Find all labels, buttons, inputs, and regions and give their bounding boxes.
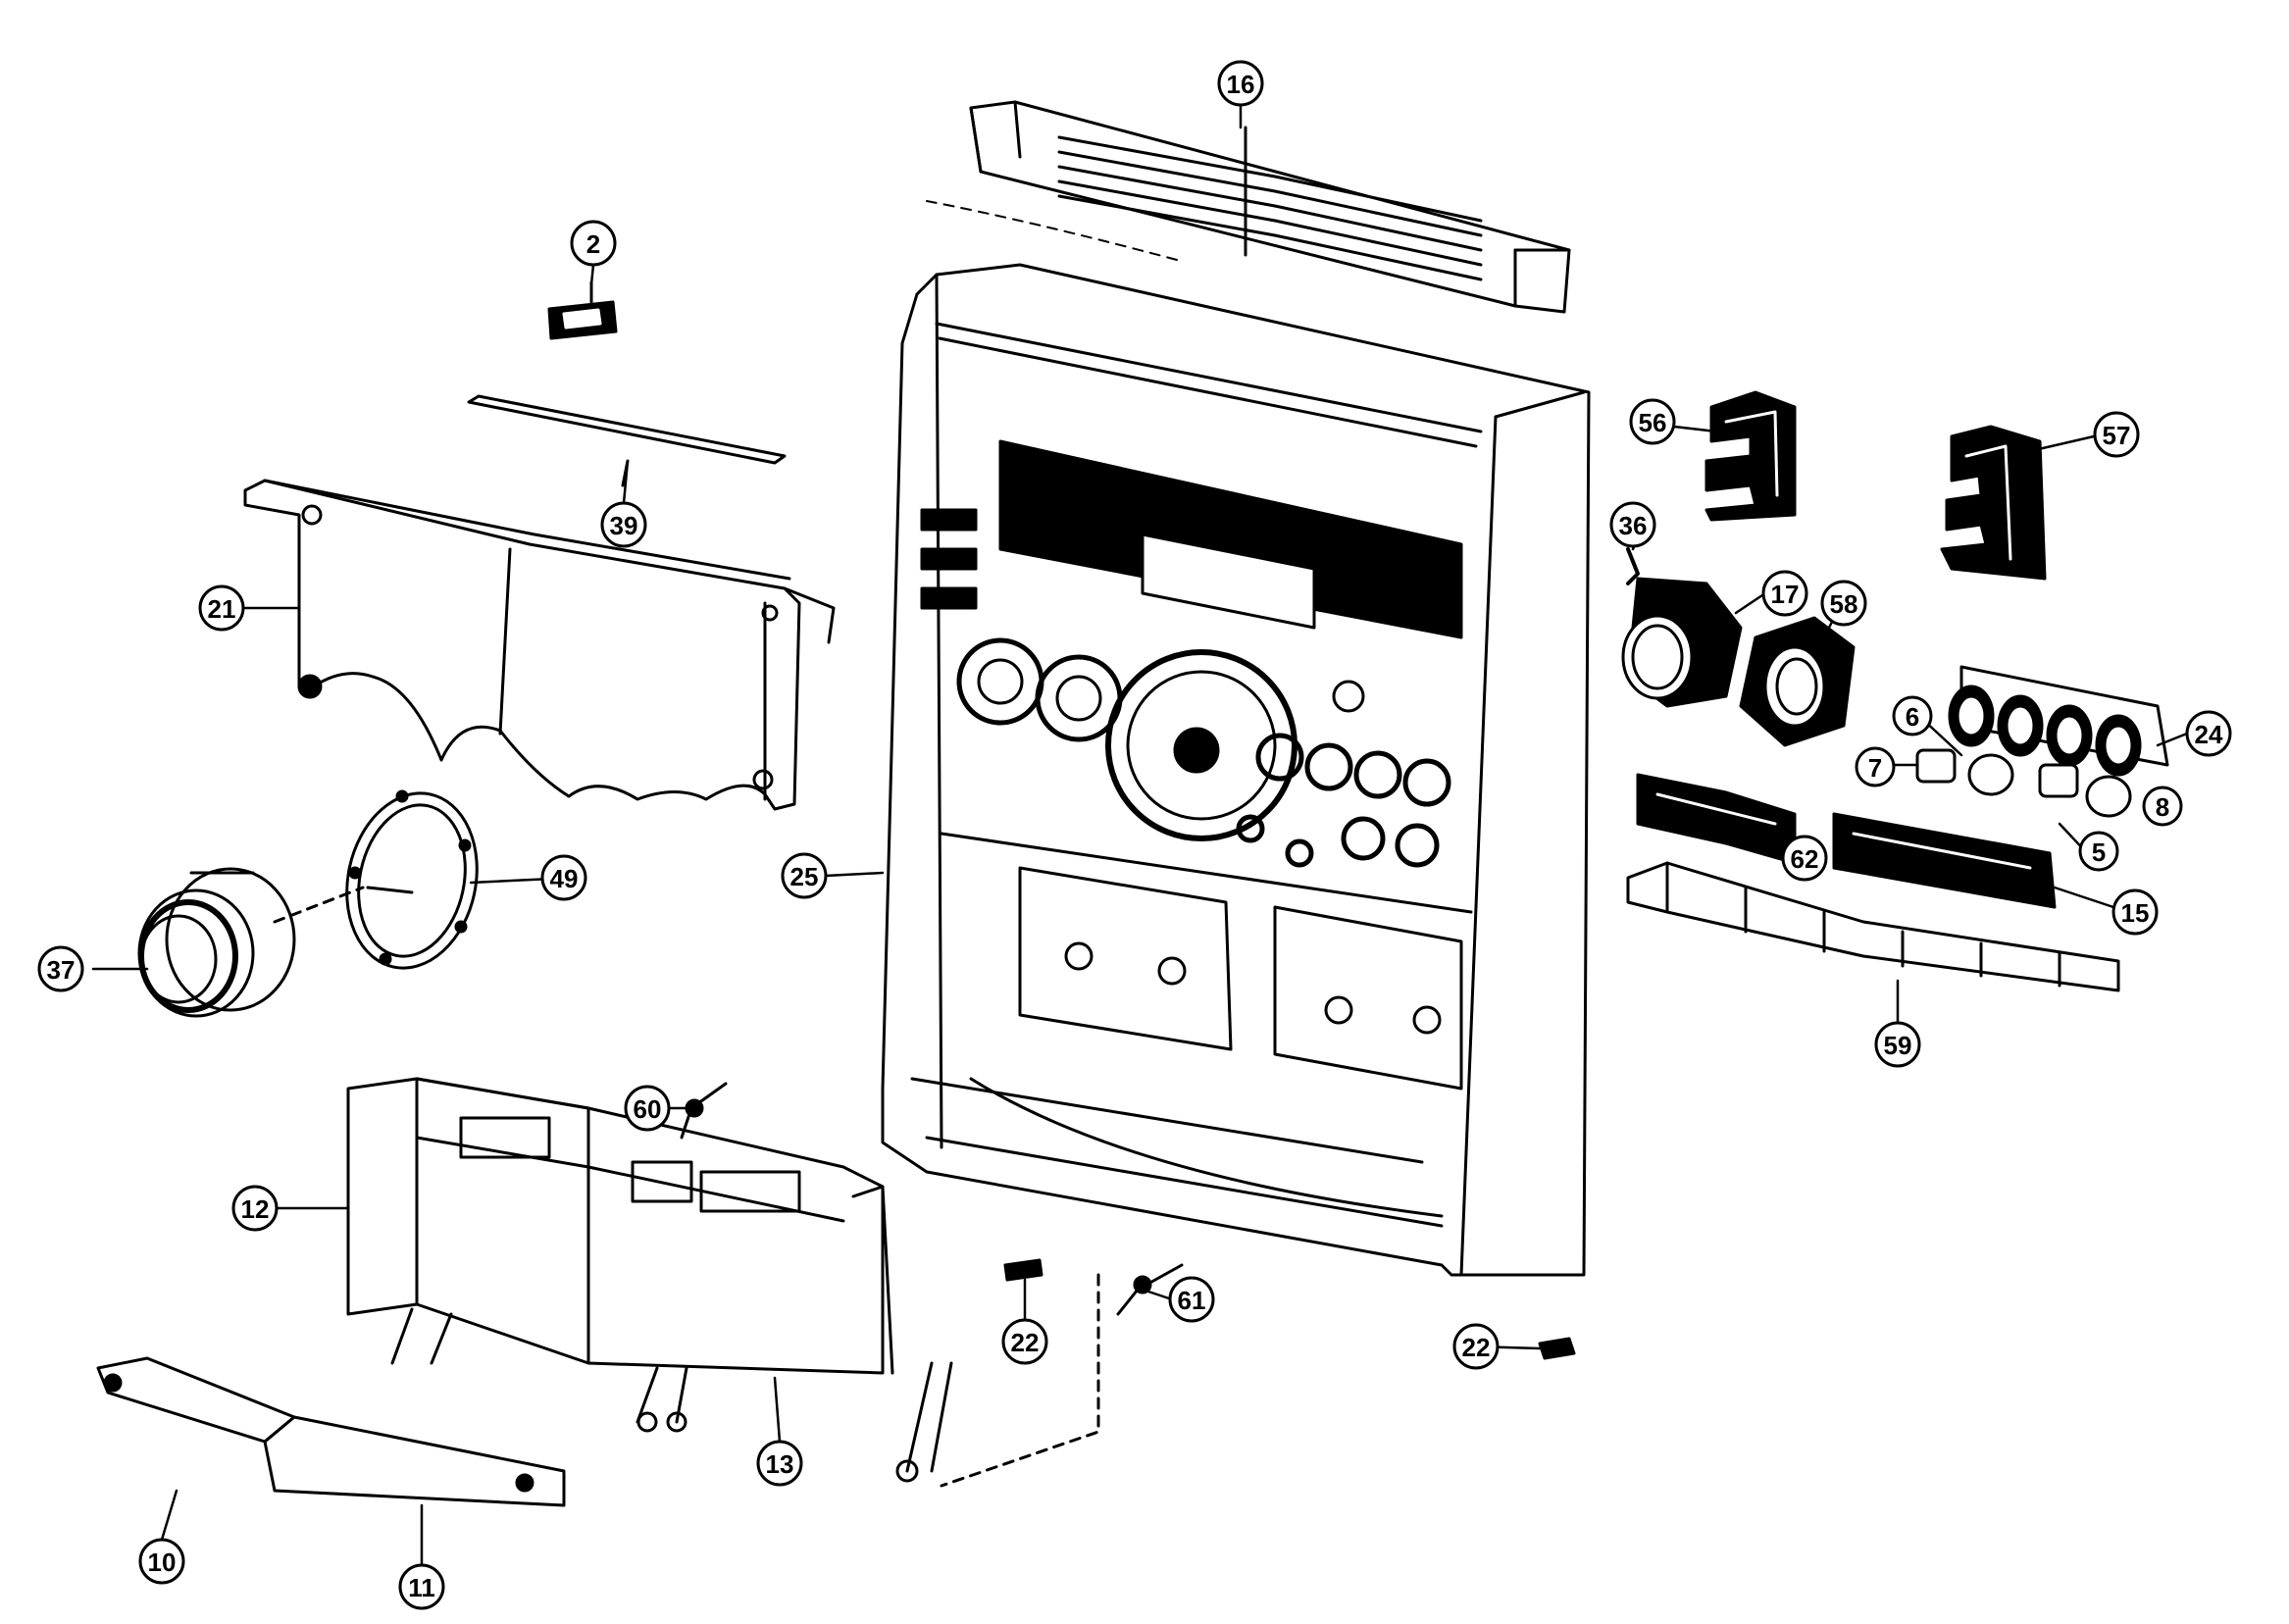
callout-36: 36: [1609, 501, 1656, 548]
callout-12: 12: [231, 1185, 279, 1232]
callout-39: 39: [600, 501, 647, 548]
callout-6: 6: [1892, 695, 1933, 736]
part-22a-pad: [1003, 1258, 1043, 1282]
callout-36-label: 36: [1619, 511, 1648, 540]
part-61-spring: [940, 1263, 1184, 1488]
part-24-knob-cluster: [1948, 665, 2169, 777]
callout-15: 15: [2111, 888, 2159, 936]
callout-25: 25: [781, 852, 828, 899]
callout-15-label: 15: [2121, 898, 2150, 928]
callout-8-label: 8: [2156, 792, 2169, 822]
callout-59-label: 59: [1884, 1031, 1912, 1060]
part-11-base-right: [263, 1415, 566, 1507]
part-58-knob-housing: [1739, 616, 1856, 747]
part-15-button-block: [1832, 812, 2057, 909]
callout-39-label: 39: [610, 511, 638, 540]
callout-49-label: 49: [550, 864, 579, 893]
callout-16-label: 16: [1227, 70, 1255, 99]
part-49-ring: [345, 789, 479, 970]
callout-62-label: 62: [1791, 844, 1819, 874]
part-16-top-grille: [926, 100, 1571, 314]
part-2-clip: [547, 280, 618, 340]
callout-17-label: 17: [1771, 580, 1800, 609]
callout-11-label: 11: [408, 1573, 435, 1602]
callout-7: 7: [1855, 746, 1896, 787]
callout-62: 62: [1781, 835, 1828, 882]
part-13-tape-drawer: [390, 1077, 953, 1483]
part-60-spring: [680, 1082, 728, 1140]
callout-24: 24: [2185, 710, 2232, 757]
part-62-switch-block: [1636, 773, 1797, 865]
callout-22b-label: 22: [1462, 1333, 1491, 1362]
part-17-knob-housing: [1621, 577, 1743, 708]
callout-10-label: 10: [148, 1548, 177, 1577]
callout-5-label: 5: [2092, 837, 2106, 867]
callout-58-label: 58: [1830, 589, 1858, 619]
callout-25-label: 25: [790, 862, 819, 891]
callout-16: 16: [1217, 60, 1264, 107]
part-37-knob: [137, 867, 365, 1018]
part-8-cap: [2085, 775, 2132, 818]
callout-22a-label: 22: [1011, 1328, 1040, 1357]
callout-56-label: 56: [1639, 408, 1667, 437]
part-6-cap: [1967, 753, 2014, 796]
part-21-panel: [243, 479, 836, 811]
callout-12-label: 12: [241, 1194, 270, 1224]
part-25-front-panel: [881, 263, 1591, 1277]
callout-60-label: 60: [634, 1094, 662, 1124]
callout-22b: 22: [1452, 1323, 1500, 1370]
part-22b-pad: [1538, 1337, 1576, 1360]
callout-6-label: 6: [1906, 702, 1919, 732]
part-59-rail: [1626, 861, 2120, 992]
callout-2: 2: [570, 220, 617, 267]
callout-56: 56: [1629, 398, 1676, 445]
part-7-cap: [1915, 748, 1957, 784]
callout-61: 61: [1168, 1276, 1215, 1323]
part-36-hook: [1626, 547, 1640, 585]
callout-58: 58: [1820, 580, 1867, 627]
callout-57: 57: [2093, 411, 2140, 458]
part-10-base-left: [96, 1356, 296, 1444]
callout-61-label: 61: [1178, 1286, 1206, 1315]
part-56-bracket: [1704, 390, 1797, 522]
part-12-side-panel: [346, 1077, 590, 1316]
callout-21: 21: [198, 584, 245, 632]
callout-37: 37: [37, 945, 84, 992]
callout-13: 13: [756, 1440, 803, 1487]
part-57-bracket: [1940, 425, 2047, 581]
callout-13-label: 13: [766, 1449, 794, 1479]
callout-11: 11: [398, 1563, 445, 1610]
callout-17: 17: [1761, 570, 1808, 617]
callout-57-label: 57: [2103, 421, 2131, 450]
part-5-cap: [2038, 763, 2079, 798]
callout-60: 60: [624, 1085, 671, 1132]
callout-49: 49: [540, 854, 587, 901]
callout-8: 8: [2142, 786, 2183, 827]
callout-37-label: 37: [47, 955, 76, 985]
callout-7-label: 7: [1868, 753, 1882, 783]
callout-59: 59: [1874, 1021, 1921, 1068]
callout-2-label: 2: [586, 229, 600, 259]
callout-10: 10: [138, 1538, 185, 1585]
callout-21-label: 21: [208, 594, 236, 624]
callout-5: 5: [2078, 831, 2119, 872]
callout-24-label: 24: [2195, 720, 2223, 749]
callout-22a: 22: [1001, 1318, 1048, 1365]
